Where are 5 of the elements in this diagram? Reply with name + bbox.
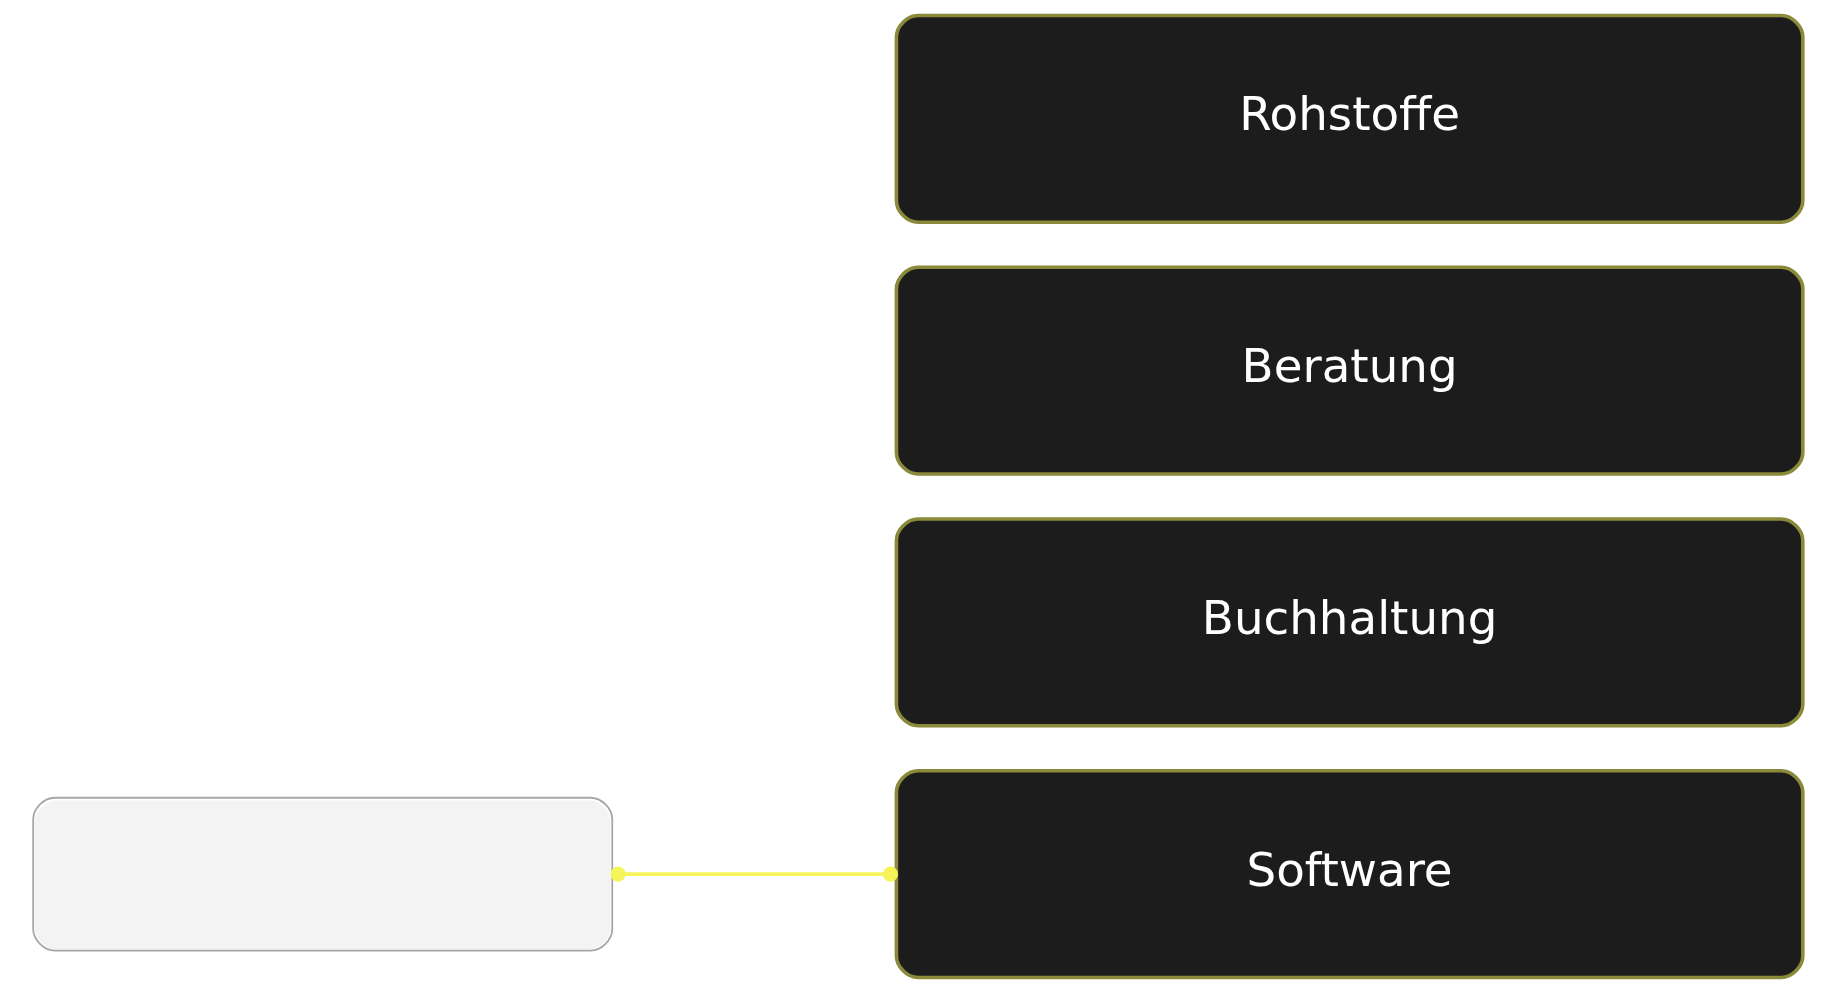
node-box: Software bbox=[894, 768, 1805, 980]
node-box: Beratung bbox=[894, 265, 1805, 476]
connector bbox=[610, 866, 898, 882]
node-box: Buchhaltung bbox=[894, 517, 1805, 728]
node-box: Rohstoffe bbox=[894, 13, 1805, 225]
